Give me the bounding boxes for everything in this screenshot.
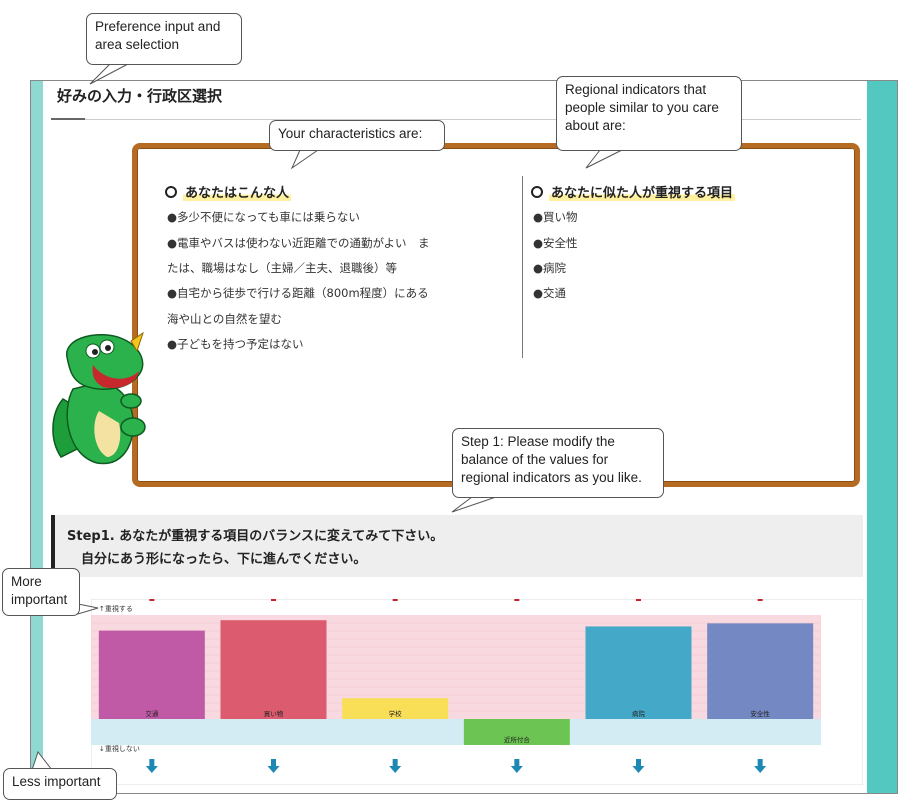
- bar-label: 買い物: [264, 709, 284, 718]
- increase-arrow-icon[interactable]: [511, 599, 523, 601]
- regional-indicators-callout: Regional indicators that people similar …: [556, 76, 742, 151]
- increase-arrow-icon[interactable]: [268, 599, 280, 601]
- column-divider: [522, 176, 523, 358]
- bar-label: 安全性: [750, 709, 770, 718]
- green-dinosaur-mascot-icon: [52, 331, 146, 465]
- ring-bullet-icon: [165, 186, 177, 198]
- characteristic-line: たは、職場はなし（主婦／主夫、退職後）等: [167, 261, 397, 275]
- increase-arrow-icon[interactable]: [389, 599, 401, 601]
- characteristics-callout: Your characteristics are:: [269, 120, 445, 151]
- bar-4[interactable]: [463, 719, 570, 745]
- bar-label: 近所付合: [504, 735, 531, 744]
- bar-5[interactable]: [585, 626, 692, 719]
- page-title: 好みの入力・行政区選択: [57, 87, 223, 105]
- decrease-arrow-icon[interactable]: [754, 759, 767, 773]
- important-item: ●病院: [533, 261, 567, 275]
- step1-instruction: Step1. あなたが重視する項目のバランスに変えてみて下さい。: [67, 529, 444, 544]
- decrease-arrow-icon[interactable]: [510, 759, 523, 773]
- increase-arrow-icon[interactable]: [146, 599, 158, 601]
- characteristic-line: ●多少不便になっても車には乗らない: [167, 210, 360, 224]
- bar-3[interactable]: [342, 698, 449, 719]
- decrease-arrow-icon[interactable]: [389, 759, 402, 773]
- characteristics-heading-text: あなたはこんな人: [183, 186, 292, 201]
- bar-1[interactable]: [98, 630, 205, 719]
- step1-subinstruction: 自分にあう形になったら、下に進んでください。: [81, 552, 367, 567]
- negative-zone: [91, 719, 821, 745]
- characteristic-line: ●自宅から徒歩で行ける距離（800m程度）にある: [167, 286, 429, 300]
- step1-callout: Step 1: Please modify the balance of the…: [452, 428, 664, 498]
- important-item: ●買い物: [533, 210, 578, 224]
- less-important-axis-label: ↓重視しない: [99, 744, 140, 753]
- step1-banner: Step1. あなたが重視する項目のバランスに変えてみて下さい。 自分にあう形に…: [51, 515, 863, 577]
- bar-label: 交通: [145, 709, 159, 718]
- title-divider: [85, 119, 861, 120]
- characteristic-line: ●子どもを持つ予定はない: [167, 337, 304, 351]
- increase-arrow-icon[interactable]: [754, 599, 766, 601]
- more-important-callout: More important: [2, 568, 80, 616]
- preference-callout: Preference input and area selection: [86, 13, 242, 65]
- left-accent-bar: [31, 81, 43, 793]
- increase-arrow-icon[interactable]: [633, 599, 645, 601]
- bar-label: 病院: [632, 709, 646, 718]
- important-item: ●交通: [533, 286, 567, 300]
- more-important-axis-label: ↑重視する: [99, 604, 133, 613]
- important-heading: あなたに似た人が重視する項目: [531, 182, 736, 201]
- app-window: 好みの入力・行政区選択 あなたはこんな人 ●多少不便になっても車には乗らない ●…: [30, 80, 898, 794]
- bar-2[interactable]: [220, 620, 327, 719]
- decrease-arrow-icon[interactable]: [632, 759, 645, 773]
- important-item: ●安全性: [533, 236, 578, 250]
- step1-accent-bar: [51, 515, 55, 577]
- chart-bars: [98, 620, 814, 745]
- bar-label: 学校: [389, 709, 403, 718]
- right-accent-bar: [867, 81, 897, 793]
- important-heading-text: あなたに似た人が重視する項目: [549, 186, 736, 201]
- decrease-arrow-icon[interactable]: [267, 759, 280, 773]
- bar-6[interactable]: [707, 623, 814, 719]
- characteristics-heading: あなたはこんな人: [165, 182, 292, 201]
- less-important-callout: Less important: [3, 768, 117, 800]
- characteristic-line: ●電車やバスは使わない近距離での通勤がよい ま: [167, 236, 430, 250]
- chart-background: [91, 615, 821, 745]
- characteristic-line: 海や山との自然を望む: [167, 312, 282, 326]
- positive-zone: [91, 615, 821, 719]
- title-underline: [51, 118, 85, 120]
- ring-bullet-icon: [531, 186, 543, 198]
